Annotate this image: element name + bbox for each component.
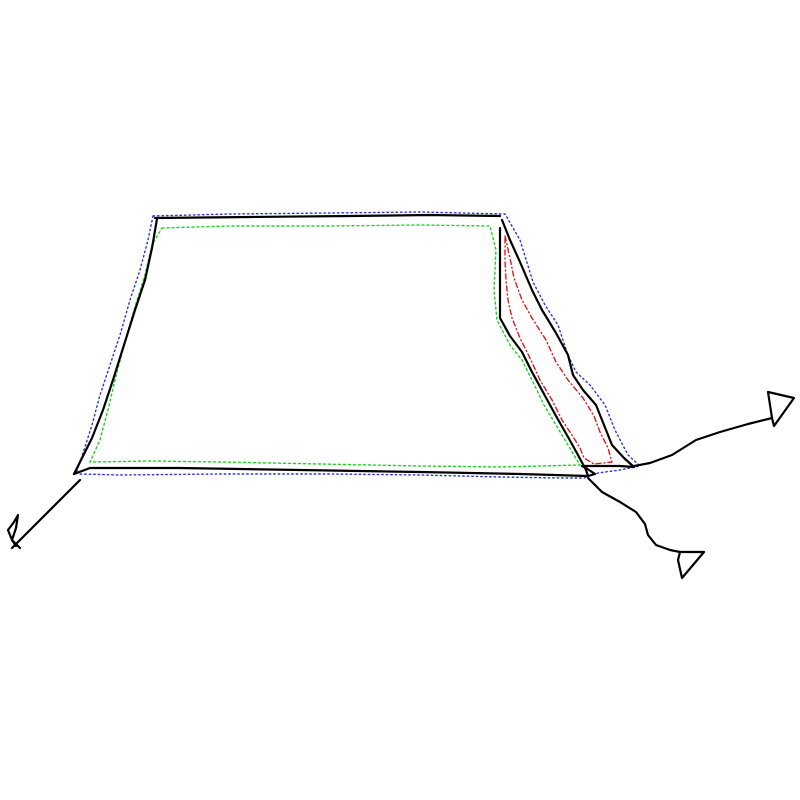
black-bottom-edge bbox=[72, 218, 636, 478]
black-left-edge bbox=[72, 217, 159, 476]
black-lower-right-leader bbox=[586, 476, 682, 554]
black-upper-right-triangle bbox=[766, 390, 796, 428]
black-upper-right-leader bbox=[632, 416, 774, 468]
blue-outline-left bbox=[75, 215, 154, 475]
black-left-hook bbox=[6, 513, 22, 550]
black-top-edge bbox=[153, 213, 502, 220]
blue-outline-top-left bbox=[79, 211, 641, 479]
green-inner-outline bbox=[89, 224, 581, 468]
black-left-leader bbox=[10, 478, 82, 550]
black-drawing-group bbox=[6, 213, 796, 580]
blue-outline-group bbox=[75, 211, 641, 479]
green-outline-group bbox=[89, 224, 581, 468]
black-bottom-inner-link bbox=[584, 468, 590, 478]
red-inner-profile bbox=[504, 235, 613, 465]
black-inner-right-edge bbox=[498, 226, 588, 472]
black-lower-right-triangle bbox=[676, 550, 706, 580]
red-outline-group bbox=[504, 235, 613, 465]
